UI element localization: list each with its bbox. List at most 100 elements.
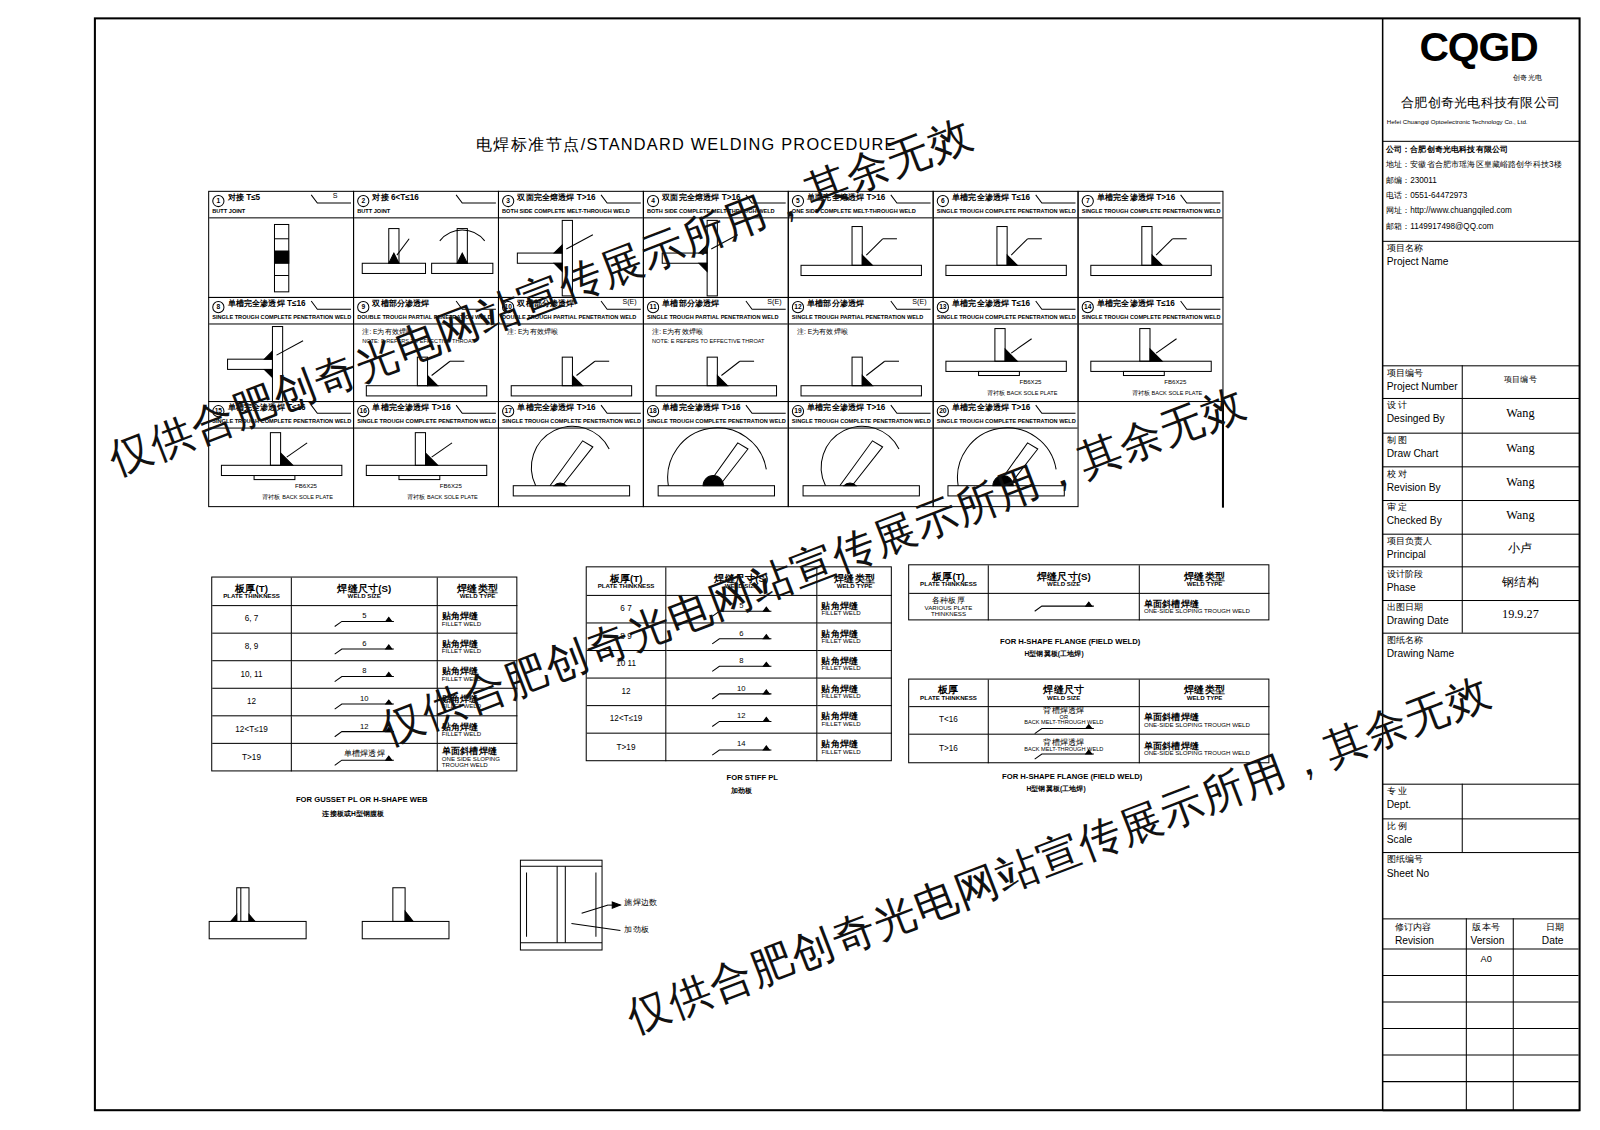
field-label-en: Desinged By (1387, 413, 1445, 424)
detail-note: S(E) (622, 298, 636, 306)
detail-note: S (333, 192, 338, 200)
table-text: 焊缝尺寸(S) (1037, 571, 1091, 581)
header-rule (789, 323, 933, 324)
weld-detail-cell: 14单槽完全渗透焊 T≤16SINGLE TROUGH COMPLETE PEN… (1078, 297, 1224, 402)
company-info: 电话：0551-64472973 (1386, 192, 1468, 201)
revision-table-text: Version (1470, 935, 1504, 946)
table-text: 贴角焊缝 (821, 712, 858, 721)
table-text: 贴角焊缝 (821, 684, 858, 693)
title-block-field: 设 计Desinged ByWang (1383, 398, 1580, 434)
field-label-cn: 项目负责人 (1387, 537, 1433, 547)
table-text: PLATE THINKNESS (920, 581, 977, 587)
table-cell: T>19 (212, 744, 292, 772)
field-label-en: Checked By (1387, 515, 1442, 526)
field-value: Wang (1464, 509, 1576, 522)
detail-title-en: SINGLE TROUGH PARTIAL PENETRATION WELD (647, 314, 779, 320)
table-cell: 5 (292, 606, 438, 634)
table-cell: 板厚(T)PLATE THINKNESS (587, 567, 667, 596)
table-cell: 10, 11 (212, 661, 292, 689)
table-cell: 焊缝尺寸(S)WELD SIZE (292, 578, 438, 607)
table-text: ONE-SIDE SLOPING TROUGH WELD (1144, 750, 1250, 756)
detail-title-en: SINGLE TROUGH COMPLETE PENETRATION WELD (937, 418, 1076, 424)
field-label-cn: 图纸名称 (1387, 636, 1424, 646)
title-block-field: 公司：合肥创奇光电科技有限公司地址：安徽省合肥市瑶海区皇藏峪路创华科技3楼邮编：… (1383, 141, 1580, 242)
detail-title-cn: 对接 T≤5 (228, 194, 261, 203)
callout-number: 14 (1082, 301, 1094, 313)
table-cell: 12 (666, 706, 817, 734)
table-text: 焊缝尺寸(S) (337, 583, 391, 593)
detail-title-en: SINGLE TROUGH COMPLETE PENETRATION WELD (937, 208, 1076, 214)
table-text: 5 (362, 612, 366, 620)
detail-title-en: SINGLE TROUGH COMPLETE PENETRATION WELD (212, 314, 351, 320)
table-text: FILLET WELD (821, 693, 860, 699)
table-text: FILLET WELD (821, 749, 860, 755)
table-text: FILLET WELD (821, 638, 860, 644)
field-label-cn: 项目名称 (1387, 244, 1424, 254)
weld-sketch (789, 218, 933, 298)
table-cell: 贴角焊缝FILLET WELD (817, 651, 891, 679)
weld-symbol (1032, 752, 1095, 759)
title-block-field: 出图日期 Drawing Date 19.9.27 (1383, 600, 1580, 634)
detail-note: FB6X25 (295, 483, 317, 490)
table-text: WELD TYPE (837, 583, 873, 589)
field-label-en: Sheet No (1387, 867, 1430, 878)
weld-sketch (789, 324, 933, 404)
weld-detail-cell: 16单槽完全渗透焊 T>16SINGLE TROUGH COMPLETE PEN… (353, 401, 499, 507)
table-cell: 贴角焊缝FILLET WELD (817, 679, 891, 707)
field-label-cn: 图纸编号 (1387, 855, 1424, 865)
detail-title-en: BUTT JOINT (357, 208, 390, 214)
field-label-en: Draw Chart (1387, 448, 1439, 459)
caption-label: H型钢翼板(工地焊) (1024, 650, 1083, 657)
weld-sketch (1079, 218, 1223, 298)
company-info: 地址：安徽省合肥市瑶海区皇藏峪路创华科技3楼 (1386, 161, 1562, 170)
table-text: 板厚(T) (610, 573, 643, 583)
field-label-en: Principal (1387, 549, 1426, 560)
table-cell: 6 (292, 634, 438, 662)
detail-title-cn: 单槽部分渗透焊 (807, 300, 864, 309)
callout-number: 11 (647, 301, 659, 313)
table-cell: 板厚(T)PLATE THINKNESS (909, 565, 989, 594)
caption-label: 加劲板 (731, 787, 752, 794)
field-label-cn: 出图日期 (1387, 603, 1424, 613)
field-value: Wang (1464, 442, 1576, 455)
callout-number: 20 (937, 405, 949, 417)
detail-title-en: SINGLE TROUGH COMPLETE PENETRATION WELD (1082, 208, 1221, 214)
field-label-cn: 设 计 (1387, 401, 1408, 411)
detail-title-en: SINGLE TROUGH COMPLETE PENETRATION WELD (1082, 314, 1221, 320)
detail-note: 背衬板 BACK SOLE PLATE (262, 494, 333, 500)
weld-detail-cell: 12单槽部分渗透焊SINGLE TROUGH PARTIAL PENETRATI… (788, 297, 934, 402)
field-label-en: Scale (1387, 834, 1413, 845)
detail-note: 背衬板 BACK SOLE PLATE (407, 494, 478, 500)
table-cell: 贴角焊缝FILLET WELD (438, 606, 518, 634)
table-text: 8, 9 (245, 643, 259, 651)
callout-number: 19 (792, 405, 804, 417)
company-logo-text: 创奇光电 (1513, 73, 1542, 81)
revision-table-text: Revision (1395, 935, 1434, 946)
table-text: PLATE THINKNESS (223, 593, 280, 599)
table-cell: 板厚(T)PLATE THINKNESS (212, 578, 292, 607)
table-text: FILLET WELD (442, 648, 481, 654)
table-text: 贴角焊缝 (821, 629, 858, 638)
company-logo-text: CQGD (1419, 24, 1537, 69)
table-cell: 单面斜槽焊缝ONE SIDE SLOPING TROUGH WELD (438, 744, 518, 772)
field-label-en: Drawing Date (1387, 615, 1449, 626)
field-label-cn: 设计阶段 (1387, 569, 1424, 579)
table-cell: 焊缝类型WELD TYPE (1140, 680, 1270, 708)
revision-table-text: A0 (1481, 955, 1492, 965)
callout-number: 18 (647, 405, 659, 417)
detail-note: S(E) (767, 298, 781, 306)
caption-label: FOR STIFF PL (727, 773, 778, 781)
detail-title-cn: 单槽完全渗透焊 T>16 (952, 404, 1030, 413)
detail-note: NOTE: E REFERS TO EFFECTIVE THROAT (652, 338, 764, 344)
weld-detail-cell: 2对接 6<T≤16BUTT JOINT (353, 191, 499, 298)
table-text: 12<T≤19 (235, 726, 267, 734)
weld-detail-cell: 17单槽完全渗透焊 T>16SINGLE TROUGH COMPLETE PEN… (498, 401, 644, 507)
weld-symbol (710, 637, 773, 644)
weld-sketch (209, 218, 353, 298)
table-text: 板厚(T) (932, 571, 965, 581)
table-text: WELD TYPE (1187, 695, 1223, 701)
caption-label: 连接板或H型钢腹板 (322, 810, 384, 817)
weld-detail-cell: 18单槽完全渗透焊 T>16SINGLE TROUGH COMPLETE PEN… (643, 401, 789, 507)
company-info: 邮箱：1149917498@QQ.com (1386, 222, 1494, 231)
field-value: 19.9.27 (1464, 608, 1576, 621)
